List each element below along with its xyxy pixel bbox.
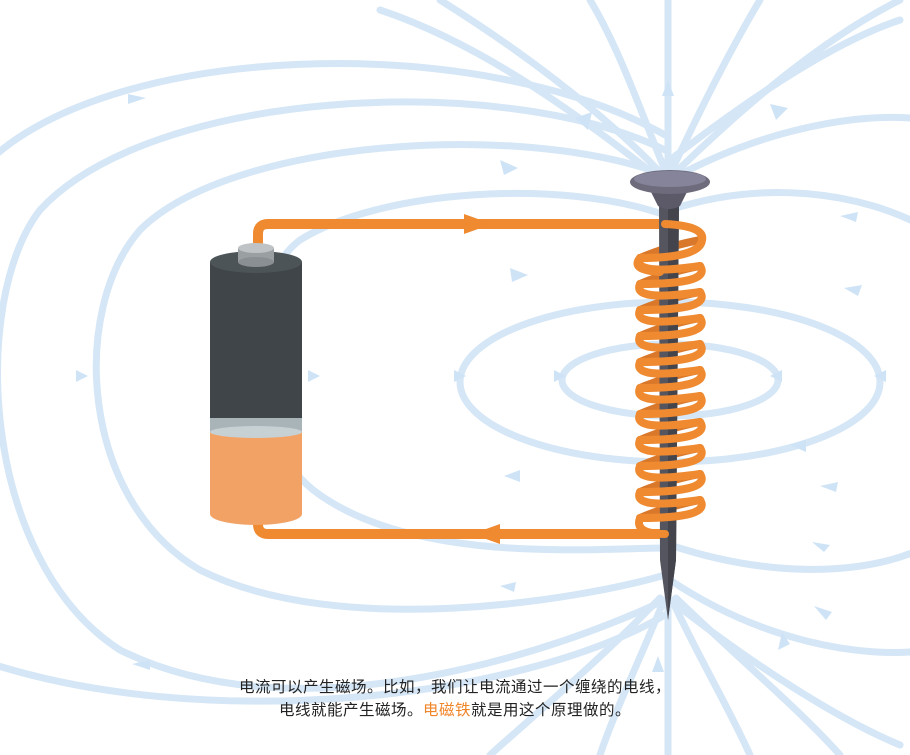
field-loop — [92, 141, 669, 613]
field-line — [672, 594, 844, 755]
caption-line-2-end: 就是用这个原理做的。 — [471, 701, 632, 719]
field-loop — [666, 576, 910, 656]
electromagnet-term: 电磁铁 — [422, 701, 471, 719]
field-line — [376, 6, 659, 179]
field-loop — [0, 611, 669, 705]
field-loop — [0, 98, 669, 692]
caption-line-2: 电线就能产生磁场。电磁铁就是用这个原理做的。 — [0, 699, 910, 722]
caption: 电流可以产生磁场。比如，我们让电流通过一个缠绕的电线， 电线就能产生磁场。电磁铁… — [0, 676, 910, 722]
field-loop — [666, 114, 910, 184]
field-line — [596, 596, 668, 755]
field-line — [672, 0, 904, 176]
field-loop — [666, 541, 910, 573]
field-line — [668, 0, 764, 174]
field-line — [486, 594, 664, 755]
caption-line-2-start: 电线就能产生磁场。 — [278, 701, 423, 719]
field-loop — [666, 189, 910, 224]
field-arrow-icon — [76, 80, 886, 672]
caption-line-1: 电流可以产生磁场。比如，我们让电流通过一个缠绕的电线， — [238, 678, 671, 696]
field-loop — [666, 16, 904, 164]
field-line — [668, 596, 754, 755]
coil-icon — [633, 220, 707, 538]
current-arrow-icon — [464, 214, 500, 544]
field-line — [586, 0, 669, 174]
battery-icon — [210, 243, 302, 525]
field-line — [436, 0, 664, 176]
